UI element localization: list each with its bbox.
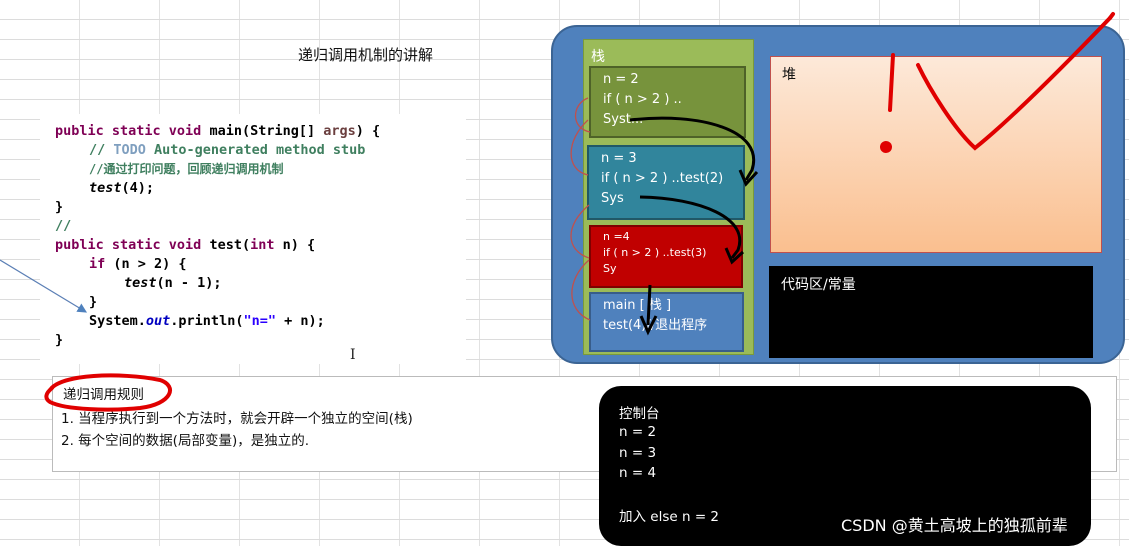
code-text: (n - 1);: [156, 275, 222, 291]
console-output-line: n = 4: [619, 465, 657, 481]
watermark: CSDN @黄土高坡上的独孤前辈: [841, 516, 1068, 535]
frame-line: n =4: [603, 230, 630, 243]
code-line-comment-slashes: //: [55, 218, 72, 234]
return-arrow: [629, 116, 756, 181]
string-literal: "n=": [243, 313, 276, 329]
method-call: test: [89, 180, 122, 196]
console-title: 控制台: [619, 406, 660, 422]
code-panel: public static void main(String[] args) {…: [40, 114, 466, 364]
keyword: int: [250, 237, 275, 253]
param-name: n: [274, 237, 291, 253]
code-text: System.: [89, 313, 146, 329]
return-arrow: [639, 195, 742, 259]
code-line-close-if: }: [89, 294, 98, 310]
code-line-close-brace: }: [55, 199, 64, 215]
rule-item-1: 1. 当程序执行到一个方法时，就会开辟一个独立的空间(栈): [61, 411, 413, 427]
frame-link-arrow: [571, 259, 591, 321]
code-text: + n);: [275, 313, 325, 329]
comment: Auto-generated method stub: [145, 142, 366, 158]
text-cursor-icon: I: [350, 347, 356, 363]
keyword: public static void: [55, 237, 202, 253]
code-line-main-signature: public static void main(String[] args) {: [55, 122, 380, 141]
console-output-line: n = 3: [619, 445, 657, 461]
stack-label: 栈: [591, 49, 605, 65]
code-line-todo-comment: // TODO Auto-generated method stub: [89, 141, 365, 160]
code-line-close-method: }: [55, 332, 64, 348]
page-title: 递归调用机制的讲解: [298, 46, 434, 64]
code-line-comment: //通过打印问题，回顾递归调用机制: [89, 162, 284, 176]
code-line-call-test4: test(4);: [89, 179, 154, 198]
frame-link-arrow: [570, 119, 589, 176]
code-line-println: System.out.println("n=" + n);: [89, 312, 325, 331]
code-area-label: 代码区/常量: [781, 277, 856, 293]
console-note: 加入 else n = 2: [619, 509, 720, 525]
code-line-if: if (n > 2) {: [89, 255, 187, 274]
code-text: ) {: [290, 237, 316, 253]
pointer-arrow: [0, 259, 88, 313]
code-constant-area: [769, 266, 1093, 358]
code-text: ) {: [355, 123, 381, 139]
stack-frame-main: main [ 栈 ] test(4)//退出程序: [589, 292, 744, 352]
code-line-recursive-call: test(n - 1);: [124, 274, 222, 293]
code-text: (n > 2) {: [105, 256, 187, 272]
frame-line: Sys: [601, 191, 624, 206]
red-dot: [880, 141, 892, 153]
rules-heading: 递归调用规则: [63, 387, 144, 403]
comment: //: [89, 142, 114, 158]
console-output-line: n = 2: [619, 424, 657, 440]
red-scribble: [888, 53, 895, 112]
red-circle-annotation: [44, 373, 172, 412]
red-scribble: [916, 16, 1112, 151]
frame-link-arrow: [574, 97, 591, 133]
stack-frame-n4: n =4 if ( n > 2 ) ..test(3) Sy: [589, 225, 743, 288]
keyword: if: [89, 256, 106, 272]
heap-area: [770, 56, 1102, 253]
frame-line: test(4)//退出程序: [603, 318, 708, 333]
todo-tag: TODO: [113, 142, 146, 158]
frame-line: if ( n > 2 ) ..test(2): [601, 171, 724, 186]
code-text: .println(: [170, 313, 244, 329]
console-panel: 控制台 n = 2 n = 3 n = 4 加入 else n = 2: [599, 386, 1091, 546]
code-line-test-signature: public static void test(int n) {: [55, 236, 315, 255]
frame-link-arrow: [570, 204, 590, 259]
keyword: public static void: [55, 123, 202, 139]
code-text: test(: [201, 237, 251, 253]
frame-line: n = 3: [601, 151, 637, 166]
rule-item-2: 2. 每个空间的数据(局部变量)，是独立的.: [61, 433, 309, 449]
method-call: test: [124, 275, 157, 291]
code-text: main(String[]: [201, 123, 324, 139]
code-text: (4);: [121, 180, 155, 196]
heap-label: 堆: [782, 67, 796, 83]
frame-line: Sy: [603, 262, 617, 275]
frame-line: if ( n > 2 ) ..test(3): [603, 246, 707, 259]
param-name: args: [323, 123, 356, 139]
stack-frame-n3: n = 3 if ( n > 2 ) ..test(2) Sys: [587, 145, 745, 220]
frame-line: Syst...: [603, 112, 644, 127]
frame-line: main [ 栈 ]: [603, 298, 672, 313]
return-arrow: [646, 284, 652, 326]
field-name: out: [145, 313, 171, 329]
frame-line: n = 2: [603, 72, 639, 87]
frame-line: if ( n > 2 ) ..: [603, 92, 682, 107]
